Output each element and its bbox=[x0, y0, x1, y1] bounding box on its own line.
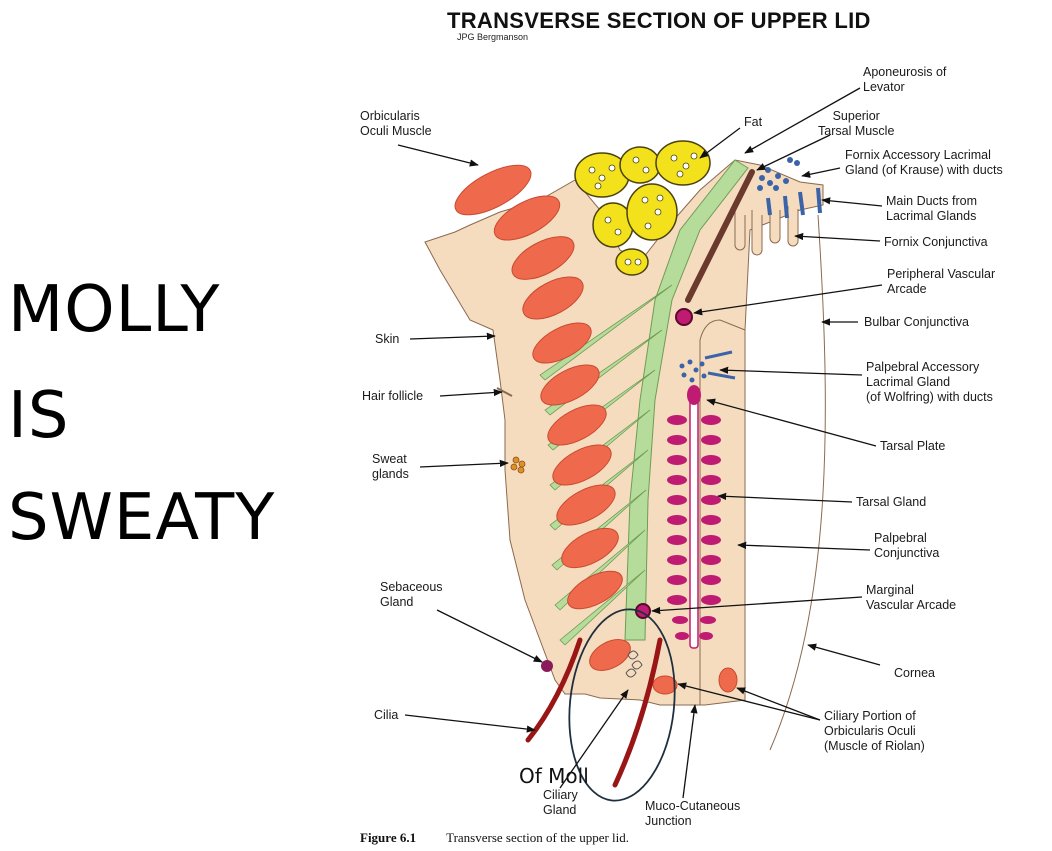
label-tarsal-gland: Tarsal Gland bbox=[856, 495, 927, 509]
cilia-lash-2 bbox=[612, 637, 663, 788]
label-fornix-conjunctiva: Fornix Conjunctiva bbox=[884, 235, 988, 249]
label-bulbar-conjunctiva: Bulbar Conjunctiva bbox=[864, 315, 969, 329]
orbicularis-bundles bbox=[454, 164, 738, 695]
label-skin: Skin bbox=[375, 332, 400, 346]
peripheral-arcade bbox=[675, 308, 693, 326]
tarsal-gland bbox=[667, 385, 721, 649]
wolfring-gland bbox=[679, 359, 707, 383]
moll-coil bbox=[625, 650, 643, 678]
fat-lobules bbox=[574, 140, 711, 276]
diagram-author: JPG Bergmanson bbox=[457, 32, 529, 42]
sebaceous-gland bbox=[541, 660, 553, 672]
mnemonic-line-1: MOLLY bbox=[8, 273, 221, 347]
superior-tarsal-muscle bbox=[685, 169, 755, 303]
label-cilia: Cilia bbox=[374, 708, 399, 722]
diagram-title: TRANSVERSE SECTION OF UPPER LID bbox=[447, 8, 871, 33]
moll-circle bbox=[568, 608, 676, 802]
of-moll-annotation: Of Moll bbox=[519, 764, 589, 788]
palpebral-conjunctiva-line bbox=[699, 319, 746, 705]
mnemonic-line-2: IS bbox=[8, 379, 70, 453]
fornix-folds bbox=[734, 206, 799, 256]
figure-number: Figure 6.1 bbox=[360, 830, 417, 845]
sweat-gland bbox=[510, 456, 526, 474]
krause-gland bbox=[757, 157, 800, 191]
mnemonic-line-3: SWEATY bbox=[8, 481, 276, 555]
main-ducts bbox=[766, 187, 822, 219]
label-hair-follicle: Hair follicle bbox=[362, 389, 424, 403]
label-fat: Fat bbox=[744, 115, 763, 129]
fat-droplets bbox=[588, 152, 698, 266]
orbital-septum bbox=[624, 159, 749, 641]
figure-caption-text: Transverse section of the upper lid. bbox=[446, 830, 630, 845]
figure-caption: Figure 6.1 Transverse section of the uppe… bbox=[360, 830, 629, 846]
label-cornea: Cornea bbox=[894, 666, 935, 680]
leader-arrows bbox=[397, 87, 883, 799]
label-tarsal-plate: Tarsal Plate bbox=[880, 439, 946, 453]
cornea-line bbox=[769, 214, 826, 751]
